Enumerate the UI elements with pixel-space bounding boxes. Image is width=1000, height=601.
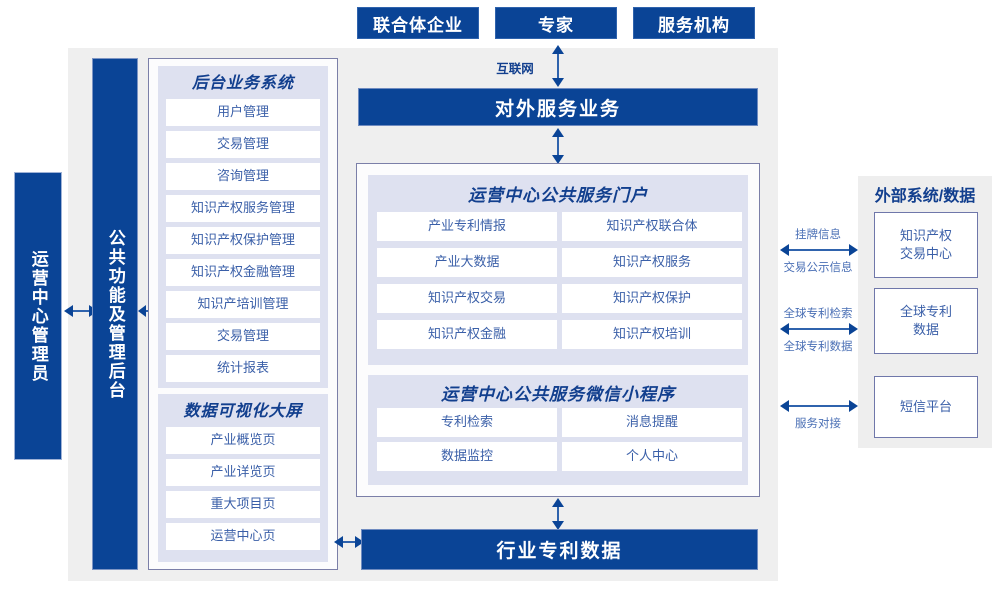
external-connection-arrow [780,242,858,258]
actor-service-agency[interactable]: 服务机构 [633,7,755,39]
backend-system-title: 后台业务系统 [191,75,294,92]
miniprogram-item[interactable]: 个人中心 [562,442,742,471]
miniprogram-item[interactable]: 消息提醒 [562,408,742,437]
backend-item[interactable]: 交易管理 [166,131,320,158]
backend-item[interactable]: 知识产权服务管理 [166,195,320,222]
portal-item[interactable]: 知识产权服务 [562,248,742,277]
portal-item[interactable]: 知识产权交易 [377,284,557,313]
backend-item[interactable]: 交易管理 [166,323,320,350]
data-visual-item[interactable]: 重大项目页 [166,491,320,518]
common-function-admin-bar[interactable]: 公共功能及管理后台 [92,58,138,570]
industry-patent-data-bar[interactable]: 行业专利数据 [361,529,758,570]
external-system-line1: 短信平台 [899,399,952,415]
external-connection-label-above: 全球专利检索 [783,308,853,320]
internet-label: 互联网 [496,62,534,76]
external-connection-label-below: 交易公示信息 [783,262,853,274]
internet-arrow [550,45,566,87]
backend-item[interactable]: 知识产培训管理 [166,291,320,318]
portal-item[interactable]: 知识产权保护 [562,284,742,313]
external-system-box[interactable]: 知识产权 交易中心 [874,212,978,278]
external-connection-label-below: 服务对接 [795,418,841,430]
external-connection-arrow [780,398,858,414]
backend-item[interactable]: 知识产权保护管理 [166,227,320,254]
external-service-business-bar[interactable]: 对外服务业务 [358,88,758,126]
external-connection-label-above: 挂牌信息 [795,229,841,241]
portal-item[interactable]: 知识产权金融 [377,320,557,349]
backend-item[interactable]: 统计报表 [166,355,320,382]
miniprogram-item[interactable]: 数据监控 [377,442,557,471]
external-system-line2: 数据 [912,322,939,337]
external-system-line2: 交易中心 [899,246,952,261]
actor-alliance-enterprise[interactable]: 联合体企业 [357,7,479,39]
external-systems-title: 外部系统/数据 [874,188,976,205]
portal-item[interactable]: 知识产权培训 [562,320,742,349]
external-connection-label-below: 全球专利数据 [783,341,853,353]
data-visual-item[interactable]: 产业详览页 [166,459,320,486]
backend-item[interactable]: 知识产权金融管理 [166,259,320,286]
backend-item[interactable]: 咨询管理 [166,163,320,190]
portal-item[interactable]: 产业大数据 [377,248,557,277]
left-to-industry-data-arrow [334,534,364,550]
portal-item[interactable]: 知识产权联合体 [562,212,742,241]
portal-item[interactable]: 产业专利情报 [377,212,557,241]
miniprogram-title: 运营中心公共服务微信小程序 [441,385,675,404]
actor-expert[interactable]: 专家 [495,7,617,39]
external-system-box[interactable]: 短信平台 [874,376,978,438]
backend-item[interactable]: 用户管理 [166,99,320,126]
operation-center-admin-bar[interactable]: 运营中心管理员 [14,172,62,460]
external-system-box[interactable]: 全球专利 数据 [874,288,978,354]
data-visual-title: 数据可视化大屏 [183,403,303,420]
portal-to-industry-data-arrow [550,498,566,530]
data-visual-item[interactable]: 产业概览页 [166,427,320,454]
external-connection-arrow [780,321,858,337]
portal-title: 运营中心公共服务门户 [468,186,648,205]
external-system-line1: 全球专利 [899,304,952,320]
service-to-portal-arrow [550,128,566,164]
data-visual-item[interactable]: 运营中心页 [166,523,320,550]
miniprogram-item[interactable]: 专利检索 [377,408,557,437]
external-system-line1: 知识产权 [899,228,952,244]
